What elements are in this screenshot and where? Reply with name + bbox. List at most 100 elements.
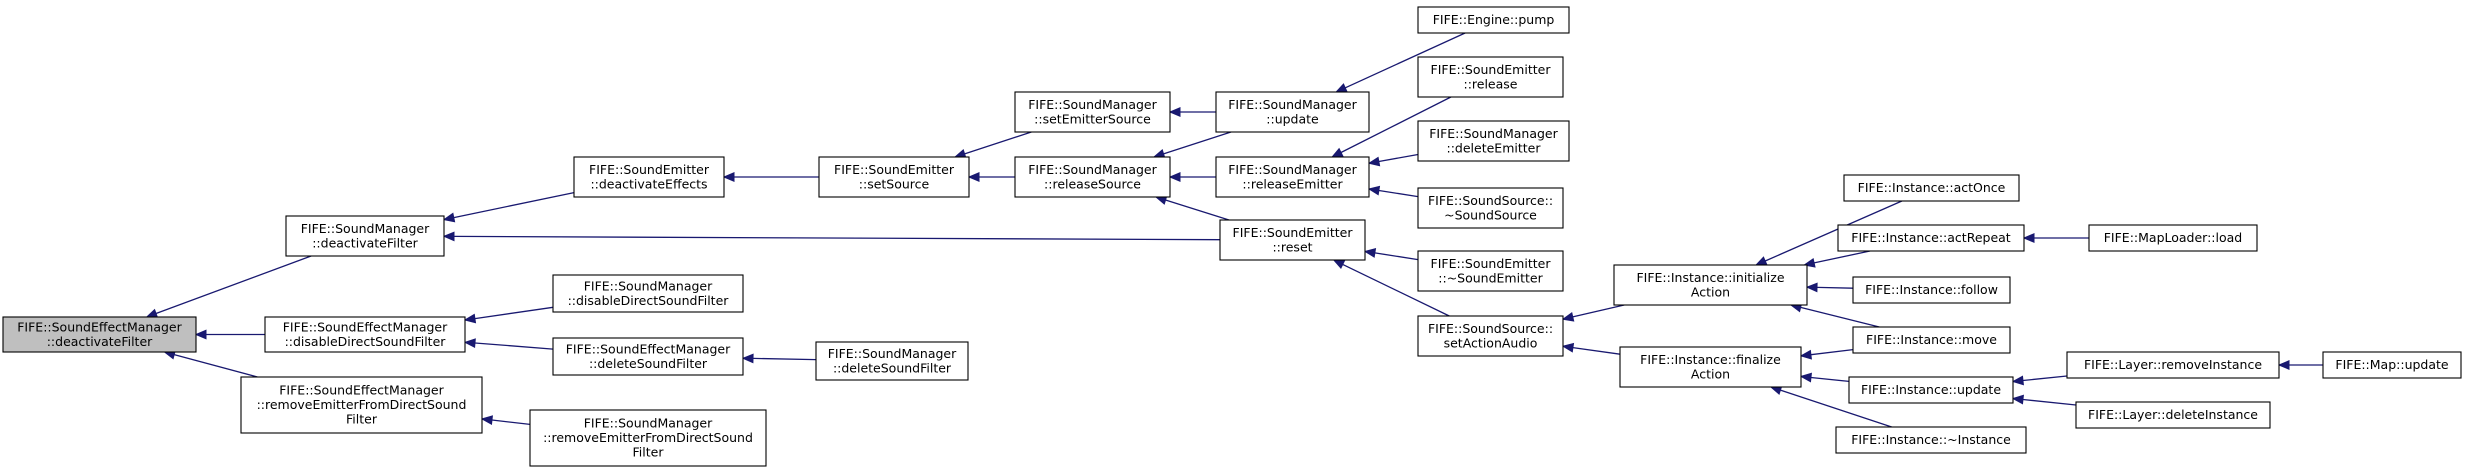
edge-line [1810, 348, 1854, 356]
node-se-dtor[interactable]: FIFE::SoundEmitter::~SoundEmitter [1417, 250, 1564, 292]
node-box [2322, 351, 2462, 379]
edge-line [964, 131, 1032, 155]
node-se-release[interactable]: FIFE::SoundEmitter::release [1417, 56, 1564, 98]
node-label-line: ::reset [1272, 239, 1312, 254]
node-label-line: ::releaseSource [1044, 176, 1141, 191]
node-label-line: ::deleteEmitter [1447, 140, 1542, 155]
node-box [818, 156, 970, 198]
node-layer-deleteInstance[interactable]: FIFE::Layer::deleteInstance [2075, 401, 2271, 429]
node-label-line: ~SoundSource [1444, 207, 1537, 222]
node-label-line: FIFE::Instance::~Instance [1851, 432, 2011, 447]
edge-inst-actOnce-to-inst-initializeAction [1754, 200, 1903, 266]
arrowhead [1363, 248, 1377, 258]
node-inst-update[interactable]: FIFE::Instance::update [1848, 376, 2014, 404]
arrowhead [1561, 342, 1575, 353]
node-label-line: FIFE::Instance::actRepeat [1851, 230, 2011, 245]
node-box [1417, 187, 1564, 229]
node-se-deactivateEffects[interactable]: FIFE::SoundEmitter::deactivateEffects [573, 156, 725, 198]
node-inst-move[interactable]: FIFE::Instance::move [1852, 326, 2011, 354]
edge-line [1800, 306, 1880, 328]
node-inst-actOnce[interactable]: FIFE::Instance::actOnce [1843, 174, 2020, 202]
node-sem-disableDirectSoundFilter[interactable]: FIFE::SoundEffectManager::disableDirectS… [264, 316, 466, 353]
arrowhead [1799, 372, 1812, 383]
node-box [1417, 56, 1564, 98]
arrowhead [1335, 83, 1348, 93]
node-box [815, 341, 969, 381]
edge-line [453, 191, 575, 219]
node-ss-dtor[interactable]: FIFE::SoundSource::~SoundSource [1417, 187, 1564, 229]
node-sm-setEmitterSource[interactable]: FIFE::SoundManager::setEmitterSource [1014, 91, 1171, 133]
node-box [1417, 250, 1564, 292]
node-sm-deleteEmitter[interactable]: FIFE::SoundManager::deleteEmitter [1417, 120, 1570, 162]
node-label-line: FIFE::Layer::removeInstance [2084, 357, 2262, 372]
arrowhead [2277, 360, 2290, 370]
node-label-line: ::disableDirectSoundFilter [285, 334, 447, 349]
node-maploader-load[interactable]: FIFE::MapLoader::load [2088, 224, 2258, 252]
arrowhead [463, 313, 477, 324]
edge-line [1378, 189, 1419, 198]
node-sm-deleteSoundFilter[interactable]: FIFE::SoundManager::deleteSoundFilter [815, 341, 969, 381]
node-label-line: FIFE::SoundManager [828, 346, 957, 361]
node-box [1215, 156, 1370, 198]
edge-line [453, 235, 1221, 241]
edge-line [2022, 398, 2077, 406]
node-label-line: FIFE::SoundEffectManager [283, 319, 448, 334]
node-label-line: FIFE::SoundSource:: [1428, 193, 1553, 208]
node-ss-setActionAudio[interactable]: FIFE::SoundSource::setActionAudio [1417, 315, 1564, 357]
edge-inst-move-to-inst-finalizeAction [1799, 348, 1854, 360]
edge-line [2022, 375, 2068, 382]
edge-sm-deleteSoundFilter-to-sem-deleteSoundFilter [741, 353, 817, 364]
node-box [1837, 224, 2025, 252]
edge-maploader-load-to-inst-actRepeat [2022, 233, 2089, 243]
edge-sem-removeEmitterFromDirectSoundFilter-to-root [163, 349, 258, 378]
arrowhead [1805, 282, 1818, 293]
edge-sm-removeEmitterFromDirectSoundFilter-to-sem-removeEmitterFromDirectSoundFilter [480, 415, 531, 426]
node-box [1219, 219, 1366, 261]
node-map-update[interactable]: FIFE::Map::update [2322, 351, 2462, 379]
node-sm-releaseSource[interactable]: FIFE::SoundManager::releaseSource [1014, 156, 1171, 198]
node-sm-removeEmitterFromDirectSoundFilter[interactable]: FIFE::SoundManager::removeEmitterFromDir… [529, 409, 767, 467]
node-label-line: FIFE::SoundManager [1028, 162, 1157, 177]
edge-line [174, 353, 258, 378]
arrowhead [1561, 311, 1575, 322]
node-inst-follow[interactable]: FIFE::Instance::follow [1852, 276, 2011, 304]
edge-inst-move-to-inst-initializeAction [1789, 302, 1880, 328]
node-se-setSource[interactable]: FIFE::SoundEmitter::setSource [818, 156, 970, 198]
node-sm-releaseEmitter[interactable]: FIFE::SoundManager::releaseEmitter [1215, 156, 1370, 198]
node-sm-deactivateFilter[interactable]: FIFE::SoundManager::deactivateFilter [285, 215, 445, 257]
node-label-line: ::releaseEmitter [1242, 176, 1343, 191]
node-label-line: FIFE::SoundManager [584, 278, 713, 293]
node-sm-disableDirectSoundFilter[interactable]: FIFE::SoundManager::disableDirectSoundFi… [552, 274, 744, 313]
node-engine-pump[interactable]: FIFE::Engine::pump [1417, 6, 1570, 34]
node-label-line: FIFE::Instance::initialize [1636, 270, 1784, 285]
node-label-line: FIFE::SoundManager [1228, 97, 1357, 112]
node-sm-update[interactable]: FIFE::SoundManager::update [1215, 91, 1370, 133]
node-label-line: FIFE::Instance::follow [1865, 282, 1998, 297]
node-label-line: FIFE::SoundEmitter [834, 162, 955, 177]
node-box [264, 316, 466, 353]
node-sem-deleteSoundFilter[interactable]: FIFE::SoundEffectManager::deleteSoundFil… [552, 337, 744, 376]
node-label-line: Filter [346, 412, 378, 427]
edge-inst-initializeAction-to-ss-setActionAudio [1561, 304, 1625, 322]
edge-sm-setEmitterSource-to-se-setSource [953, 131, 1032, 159]
edge-sm-update-to-sm-releaseSource [1152, 131, 1232, 159]
node-inst-actRepeat[interactable]: FIFE::Instance::actRepeat [1837, 224, 2025, 252]
node-inst-dtor[interactable]: FIFE::Instance::~Instance [1835, 426, 2027, 454]
node-se-reset[interactable]: FIFE::SoundEmitter::reset [1219, 219, 1366, 261]
node-label-line: ::disableDirectSoundFilter [568, 293, 730, 308]
node-root[interactable]: FIFE::SoundEffectManager::deactivateFilt… [2, 316, 197, 353]
node-label-line: setActionAudio [1444, 335, 1538, 350]
node-label-line: ::deleteSoundFilter [589, 356, 708, 371]
node-box [1014, 156, 1171, 198]
node-label-line: ::deactivateEffects [590, 176, 707, 191]
node-box [1417, 6, 1570, 34]
edge-inst-follow-to-inst-initializeAction [1805, 282, 1854, 293]
node-box [285, 215, 445, 257]
node-sem-removeEmitterFromDirectSoundFilter[interactable]: FIFE::SoundEffectManager::removeEmitterF… [240, 376, 483, 434]
node-box [1848, 376, 2014, 404]
node-box [1852, 326, 2011, 354]
node-layer-removeInstance[interactable]: FIFE::Layer::removeInstance [2066, 351, 2280, 379]
node-label-line: Action [1691, 366, 1730, 381]
